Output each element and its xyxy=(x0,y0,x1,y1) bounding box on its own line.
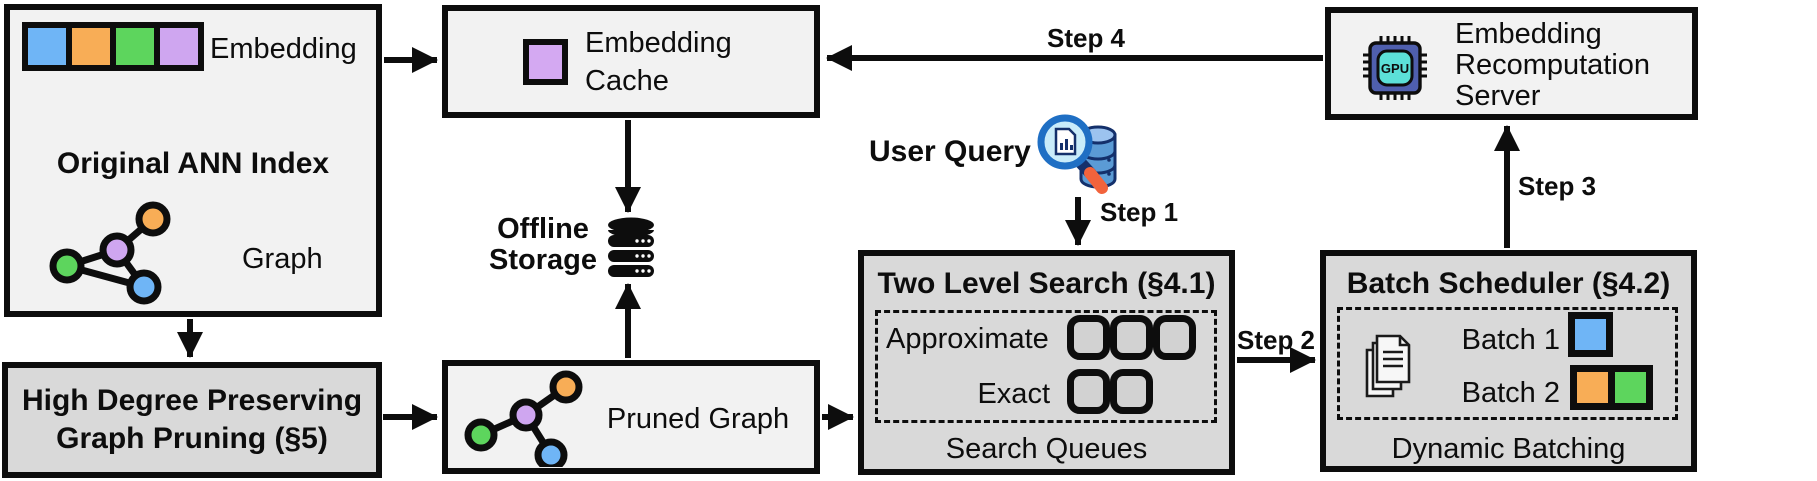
batch2-items xyxy=(1570,365,1653,410)
queue-slot xyxy=(1110,369,1153,414)
embedding-label: Embedding xyxy=(210,33,357,65)
pruned-graph-box: Pruned Graph xyxy=(442,360,820,474)
graph-icon xyxy=(49,201,171,305)
step2-label: Step 2 xyxy=(1236,325,1316,355)
batch1-label: Batch 1 xyxy=(1461,324,1560,356)
search-queues-panel: Approximate Exact xyxy=(875,310,1217,423)
batch2-label: Batch 2 xyxy=(1461,377,1560,409)
embedding-cell-green xyxy=(116,28,154,65)
batch1-item-blue xyxy=(1568,312,1613,357)
dynamic-batching-caption: Dynamic Batching xyxy=(1391,433,1626,465)
embedding-cache-label: Embedding Cache xyxy=(585,27,732,97)
graph-pruning-title: High Degree Preserving Graph Pruning (§5… xyxy=(21,384,363,455)
dynamic-batching-panel: Batch 1 Batch 2 xyxy=(1337,307,1678,420)
cached-embedding-icon xyxy=(523,39,568,85)
embedding-cell-orange xyxy=(72,28,110,65)
approximate-queue-slots xyxy=(1067,315,1196,360)
batch2-item-green xyxy=(1608,365,1653,410)
recompute-server-label: Embedding Recomputation Server xyxy=(1455,18,1651,112)
embedding-cell-purple xyxy=(160,28,198,65)
database-icon xyxy=(608,217,654,277)
step4-label: Step 4 xyxy=(1046,23,1126,53)
documents-icon xyxy=(1365,334,1411,398)
graph-label: Graph xyxy=(242,243,323,275)
embedding-cache-box: Embedding Cache xyxy=(442,5,820,118)
query-search-icon xyxy=(1037,114,1117,194)
original-ann-index-title: Original ANN Index xyxy=(56,147,330,180)
offline-storage-label: Offline Storage xyxy=(489,213,597,276)
gpu-chip-label: GPU xyxy=(1381,61,1409,76)
exact-queue-slots xyxy=(1067,369,1153,414)
approximate-label: Approximate xyxy=(886,323,1049,355)
pruned-graph-label: Pruned Graph xyxy=(606,403,790,435)
embedding-vector-icon xyxy=(22,22,204,71)
queue-slot xyxy=(1067,369,1110,414)
two-level-search-title: Two Level Search (§4.1) xyxy=(877,267,1216,300)
batch-scheduler-box: Batch Scheduler (§4.2) Batch 1 Batch 2 xyxy=(1320,250,1697,472)
embedding-cell-blue xyxy=(28,28,66,65)
batch-scheduler-title: Batch Scheduler (§4.2) xyxy=(1346,267,1671,300)
gpu-chip-icon: GPU xyxy=(1363,36,1427,100)
step3-label: Step 3 xyxy=(1518,171,1597,201)
graph-pruning-box: High Degree Preserving Graph Pruning (§5… xyxy=(2,362,382,478)
user-query-label: User Query xyxy=(869,135,1031,168)
two-level-search-box: Two Level Search (§4.1) Approximate Exac… xyxy=(858,250,1235,475)
queue-slot xyxy=(1110,315,1153,360)
step1-label: Step 1 xyxy=(1100,197,1179,227)
queue-slot xyxy=(1067,315,1110,360)
queue-slot xyxy=(1153,315,1196,360)
pruned-graph-icon xyxy=(464,370,583,467)
recompute-server-box: GPU Embedding Recomputation Server xyxy=(1325,7,1698,120)
original-ann-index-box: Embedding Original ANN Index Graph xyxy=(4,4,382,317)
exact-label: Exact xyxy=(977,378,1050,410)
search-queues-caption: Search Queues xyxy=(945,433,1148,465)
